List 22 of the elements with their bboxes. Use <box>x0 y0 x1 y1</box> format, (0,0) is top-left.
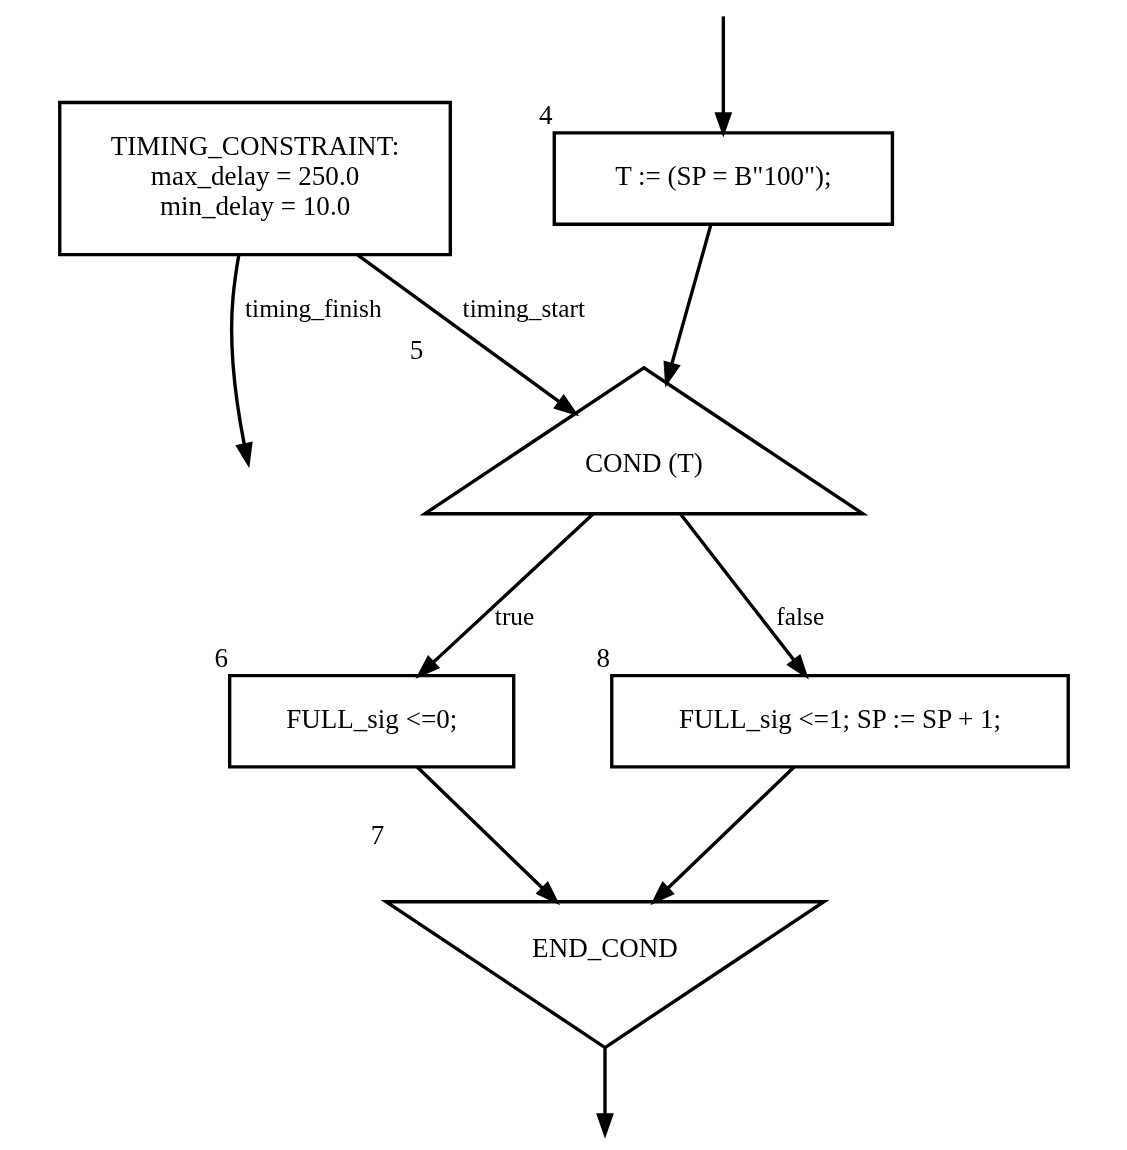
arrow <box>678 512 809 680</box>
edge-label: timing_finish <box>244 294 382 323</box>
node-box: FULL_sig <=1; SP := SP + 1; <box>609 673 1070 769</box>
node-label: 7 <box>370 820 384 851</box>
node-label: 5 <box>409 335 423 366</box>
arrow <box>713 16 732 138</box>
arrow <box>355 253 579 417</box>
node-box: TIMING_CONSTRAINT: max_delay = 250.0 min_delay = 10.0 <box>57 100 452 257</box>
node-box: FULL_sig <=0; <box>227 673 515 769</box>
arrow <box>415 765 560 906</box>
arrow <box>663 224 713 388</box>
arrow <box>649 765 795 906</box>
edge-label: timing_start <box>462 294 585 323</box>
arrow <box>415 512 594 679</box>
edge-label: false <box>775 601 824 630</box>
arrow <box>229 254 253 469</box>
edge-label: true <box>494 601 534 630</box>
node-label: 6 <box>213 642 228 673</box>
node-label: 4 <box>538 100 553 131</box>
node-box: T := (SP = B"100"); <box>552 131 894 226</box>
arrow <box>595 1047 614 1139</box>
node-label: 8 <box>596 642 610 673</box>
